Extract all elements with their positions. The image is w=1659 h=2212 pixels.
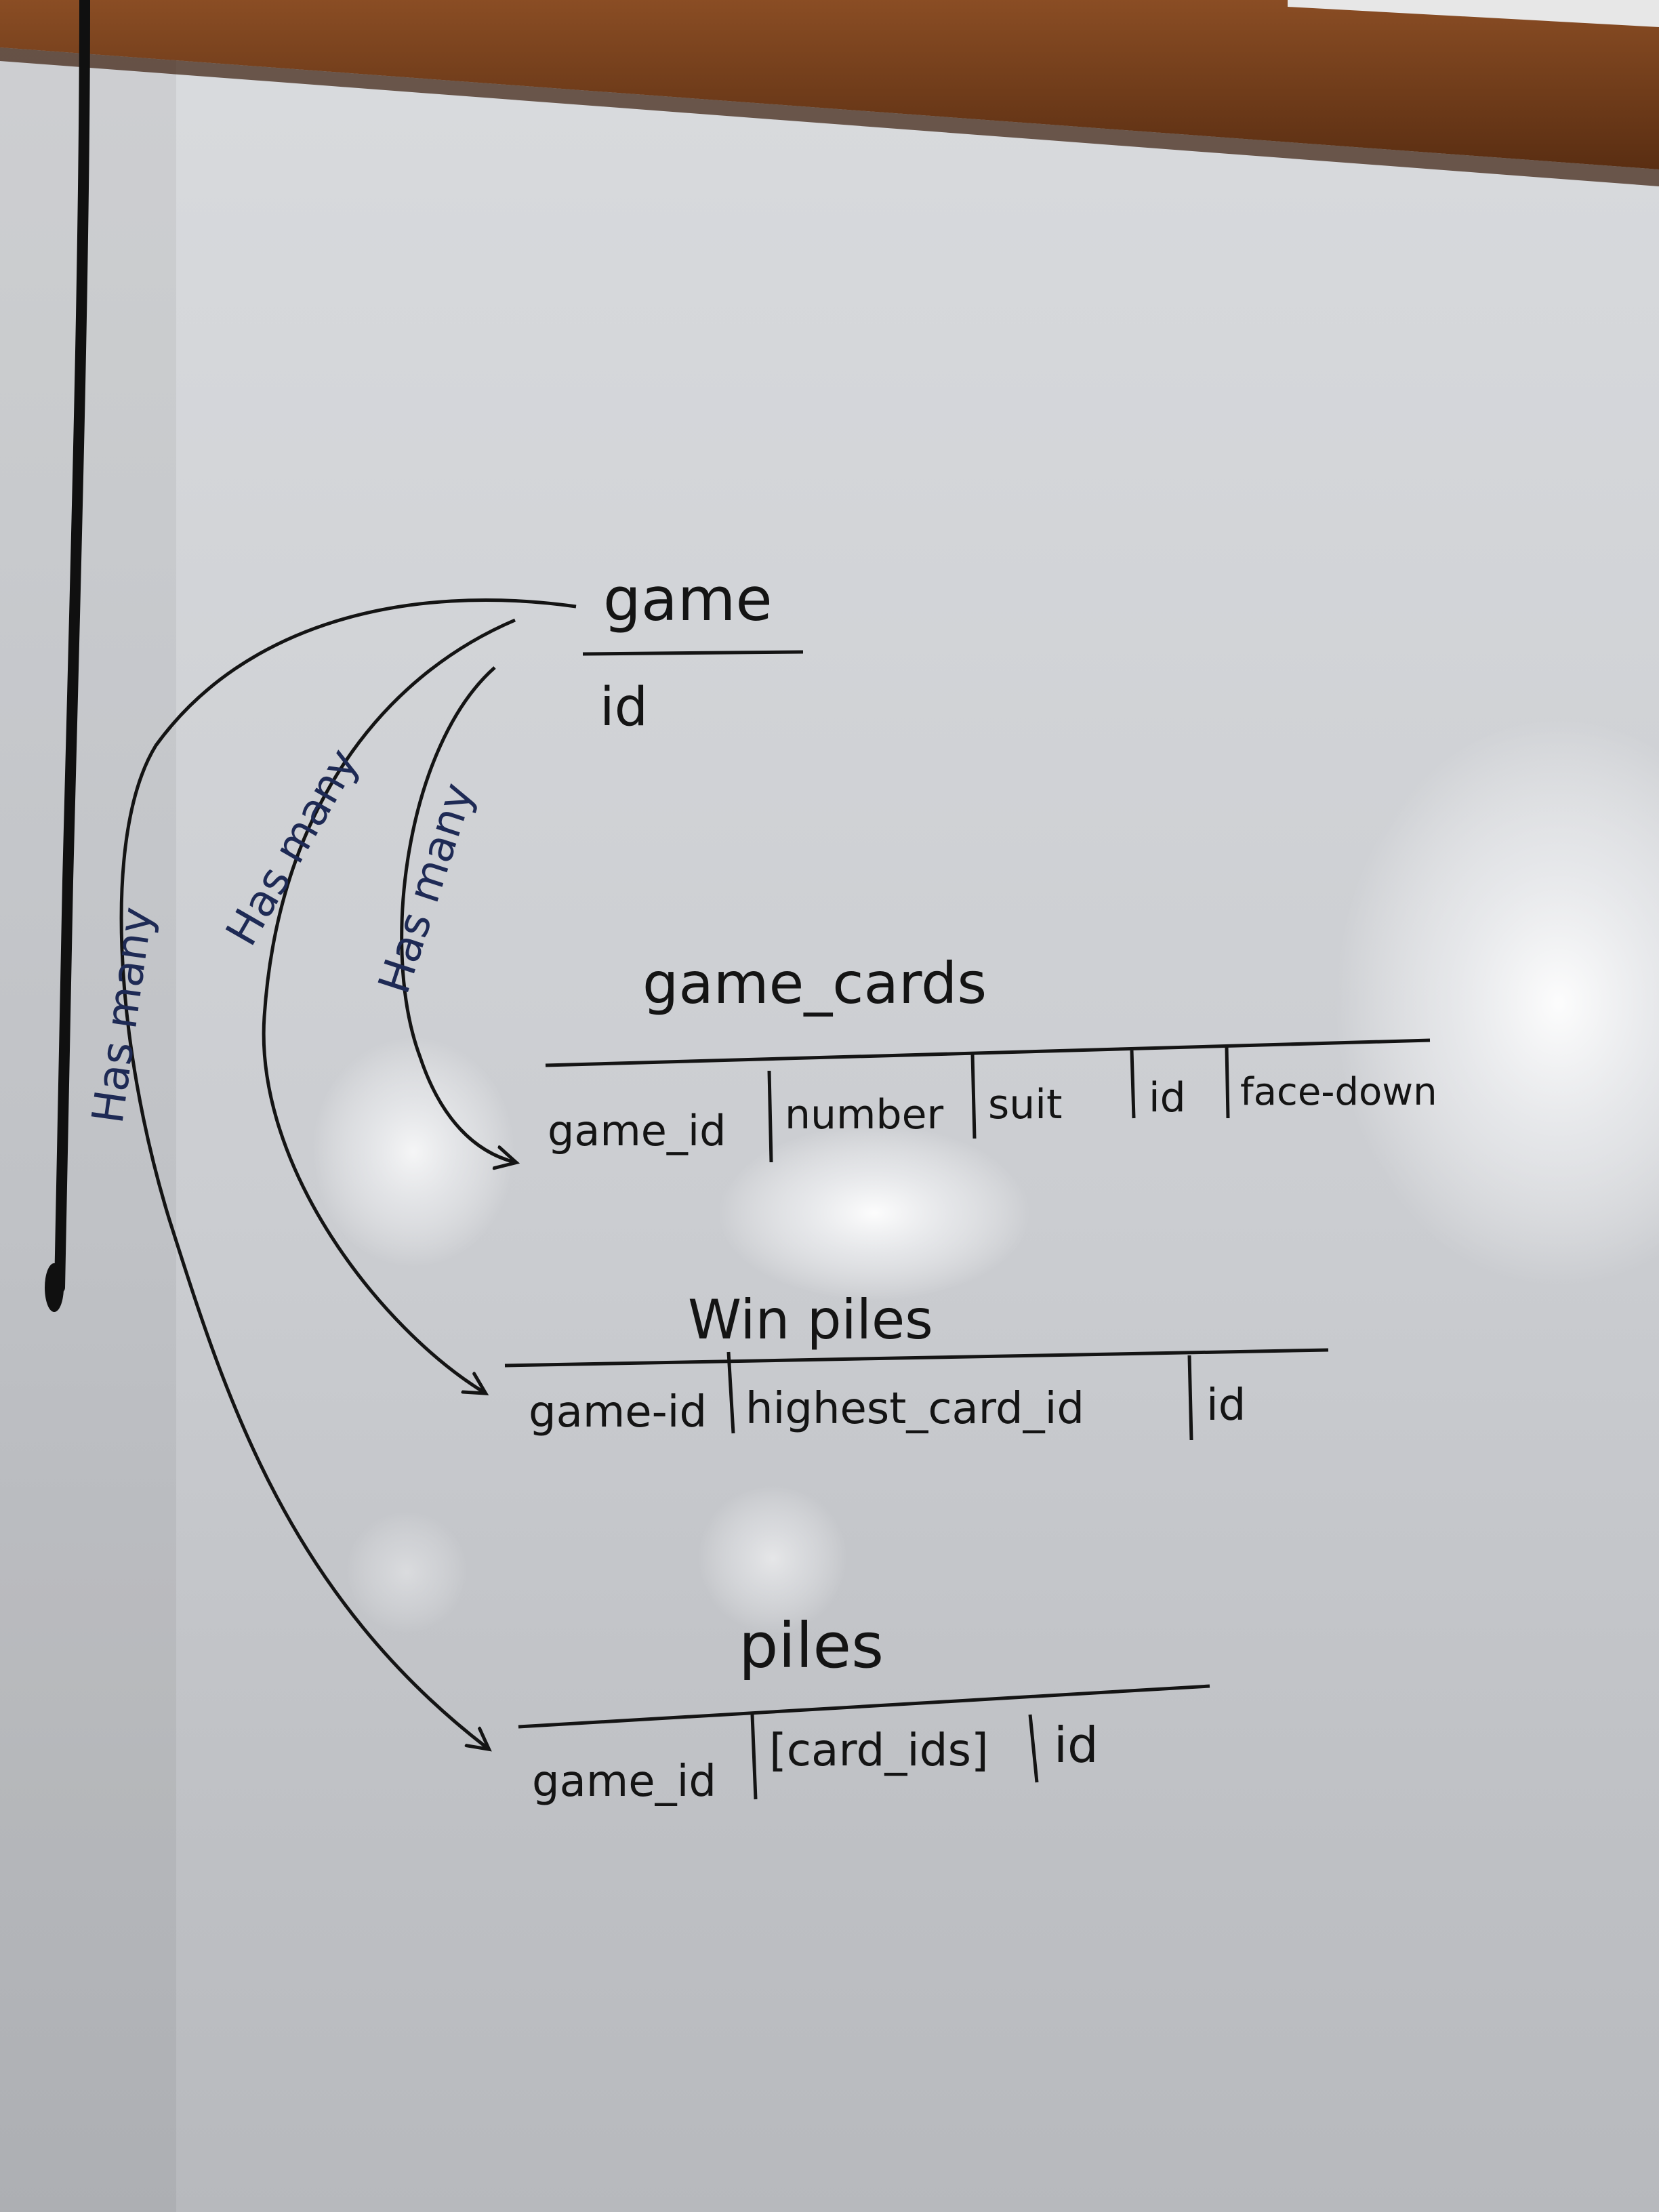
field-divider — [750, 1714, 758, 1800]
entity-underline-game-cards — [545, 1038, 1431, 1067]
field-divider — [1187, 1355, 1193, 1441]
entity-field-game-id: id — [600, 677, 648, 738]
entity-underline-win-piles — [504, 1348, 1329, 1368]
field-piles-id: id — [1054, 1717, 1099, 1774]
field-game-cards-id: id — [1149, 1074, 1186, 1122]
light-glare — [718, 1125, 1030, 1301]
wood-frame — [0, 0, 1659, 169]
field-game-cards-game-id: game_id — [548, 1106, 726, 1155]
entity-underline-piles — [518, 1684, 1210, 1729]
light-glare — [312, 1037, 515, 1267]
hanging-cord — [54, 0, 90, 1293]
field-win-piles-highest-card-id: highest_card_id — [745, 1384, 1084, 1434]
entity-title-game-cards: game_cards — [642, 950, 987, 1017]
field-game-cards-number: number — [785, 1091, 944, 1139]
entity-title-win-piles: Win piles — [688, 1288, 933, 1351]
field-divider — [1225, 1046, 1230, 1119]
field-divider — [767, 1070, 773, 1163]
relation-arrow-win-piles — [262, 618, 516, 1393]
light-glare — [1335, 718, 1659, 1288]
field-piles-card-ids: [card_ids] — [769, 1724, 989, 1776]
entity-title-piles: piles — [739, 1610, 884, 1682]
field-win-piles-id: id — [1206, 1380, 1246, 1431]
relation-arrow-piles — [119, 598, 577, 1748]
relation-arrow-game-cards — [400, 666, 515, 1162]
field-divider — [970, 1053, 977, 1139]
field-win-piles-game-id: game-id — [529, 1387, 707, 1437]
field-game-cards-suit: suit — [988, 1081, 1062, 1128]
field-divider — [1130, 1050, 1136, 1119]
entity-title-game: game — [603, 565, 773, 634]
field-divider — [1028, 1714, 1039, 1783]
field-divider — [726, 1351, 735, 1434]
field-piles-game-id: game_id — [532, 1757, 716, 1807]
light-glare — [698, 1484, 847, 1633]
entity-underline-game — [582, 650, 804, 656]
field-game-cards-face-down: face-down — [1240, 1070, 1437, 1114]
